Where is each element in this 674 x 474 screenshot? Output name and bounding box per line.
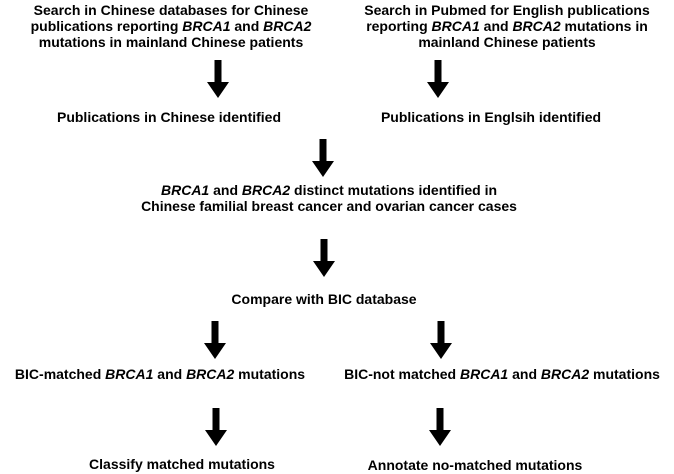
down-arrow-icon xyxy=(430,321,452,359)
down-arrow-shape xyxy=(207,60,229,98)
down-arrow-icon xyxy=(204,321,226,359)
node-classify-matched-mutations: Classify matched mutations xyxy=(89,456,275,472)
down-arrow-shape xyxy=(430,321,452,359)
node-annotate-no-matched-mutations: Annotate no-matched mutations xyxy=(367,457,583,473)
down-arrow-shape xyxy=(313,239,335,277)
down-arrow-icon xyxy=(313,239,335,277)
down-arrow-icon xyxy=(312,139,334,177)
node-search-pubmed: Search in Pubmed for English publication… xyxy=(364,2,650,50)
node-publications-chinese: Publications in Chinese identified xyxy=(56,109,282,125)
down-arrow-icon xyxy=(205,408,227,446)
node-bic-matched-mutations: BIC-matched BRCA1 and BRCA2 mutations xyxy=(14,366,306,382)
down-arrow-shape xyxy=(205,408,227,446)
down-arrow-shape xyxy=(429,408,451,446)
node-distinct-mutations-identified: BRCA1 and BRCA2 distinct mutations ident… xyxy=(141,182,517,214)
down-arrow-shape xyxy=(204,321,226,359)
down-arrow-shape xyxy=(312,139,334,177)
down-arrow-icon xyxy=(207,60,229,98)
down-arrow-shape xyxy=(427,60,449,98)
down-arrow-icon xyxy=(429,408,451,446)
node-publications-english: Publications in Englsih identified xyxy=(380,109,602,125)
down-arrow-icon xyxy=(427,60,449,98)
node-compare-bic-database: Compare with BIC database xyxy=(231,291,417,307)
node-bic-not-matched-mutations: BIC-not matched BRCA1 and BRCA2 mutation… xyxy=(344,366,660,382)
